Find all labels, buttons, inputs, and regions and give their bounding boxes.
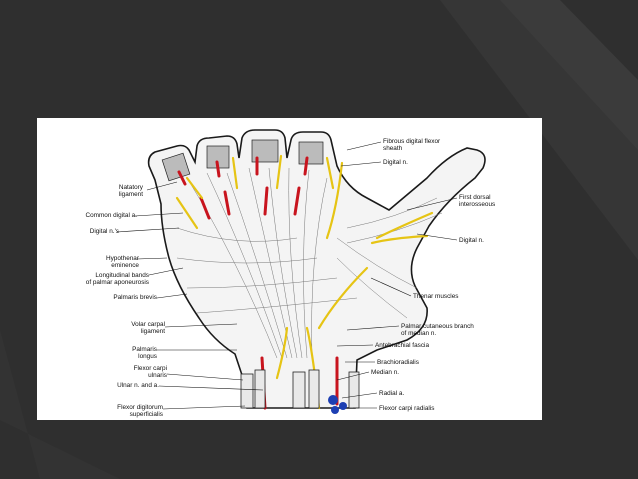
label-digital-nerves: Digital n.'s: [49, 228, 119, 235]
label-line: of palmar aponeurosis: [85, 279, 149, 286]
label-line: Digital n.: [383, 159, 408, 166]
label-palmar-cutaneous-branch: Palmar cutaneous branch of median n.: [401, 323, 511, 337]
label-line: eminence: [111, 262, 139, 269]
label-volar-carpal-ligament: Volar carpal ligament: [85, 321, 165, 335]
label-line: sheath: [383, 145, 403, 152]
label-thenar-muscles: Thenar muscles: [413, 293, 503, 300]
label-line: interosseous: [459, 201, 496, 208]
label-line: Volar carpal: [131, 321, 165, 328]
label-natatory-ligament: Natatory ligament: [63, 184, 143, 198]
label-line: Brachioradialis: [377, 359, 419, 366]
label-line: Thenar muscles: [413, 293, 459, 300]
label-line: Fibrous digital flexor: [383, 138, 441, 145]
label-line: First dorsal: [459, 194, 491, 201]
label-line: Radial a.: [379, 390, 405, 397]
label-common-digital-artery: Common digital a.: [47, 212, 137, 219]
label-digital-nerve-thumb: Digital n.: [459, 237, 529, 244]
label-flexor-carpi-radialis: Flexor carpi radialis: [379, 405, 479, 412]
label-line: ligament: [140, 328, 165, 335]
anatomy-figure: Natatory ligament Common digital a. Digi…: [37, 118, 542, 420]
label-line: Flexor carpi: [133, 365, 167, 372]
label-flexor-carpi-ulnaris: Flexor carpi ulnaris: [97, 365, 167, 379]
label-line: Flexor carpi radialis: [379, 405, 435, 412]
label-digital-nerve-top: Digital n.: [383, 159, 453, 166]
label-palmaris-longus: Palmaris longus: [87, 346, 157, 360]
label-line: Common digital a.: [85, 212, 137, 219]
label-line: Longitudinal bands: [95, 272, 149, 279]
label-line: Palmar cutaneous branch: [401, 323, 474, 330]
label-line: longus: [138, 353, 157, 360]
label-radial-artery: Radial a.: [379, 390, 439, 397]
label-brachioradialis: Brachioradialis: [377, 359, 467, 366]
label-line: Flexor digitorum: [117, 404, 163, 411]
label-line: Palmaris: [132, 346, 157, 353]
label-line: Digital n.: [459, 237, 484, 244]
label-line: ligament: [118, 191, 143, 198]
label-line: Ulnar n. and a.: [117, 382, 159, 389]
label-line: Median n.: [371, 369, 400, 376]
hand-outline: [147, 129, 486, 409]
label-hypothenar-eminence: Hypothenar eminence: [59, 255, 139, 269]
label-first-dorsal-interosseous: First dorsal interosseous: [459, 194, 539, 208]
label-flexor-digitorum-superficialis: Flexor digitorum superficialis: [73, 404, 163, 418]
label-line: Natatory: [118, 184, 143, 191]
label-fibrous-digital-flexor-sheath: Fibrous digital flexor sheath: [383, 138, 493, 152]
label-longitudinal-bands: Longitudinal bands of palmar aponeurosis: [39, 272, 149, 286]
label-line: of median n.: [401, 330, 437, 337]
label-palmaris-brevis: Palmaris brevis: [67, 294, 157, 301]
label-line: Digital n.'s: [89, 228, 119, 235]
label-line: Hypothenar: [105, 255, 139, 262]
label-line: superficialis: [129, 411, 163, 418]
label-ulnar-nerve-artery: Ulnar n. and a.: [79, 382, 159, 389]
label-median-nerve: Median n.: [371, 369, 441, 376]
label-line: Palmaris brevis: [113, 294, 157, 301]
label-line: ulnaris: [148, 372, 167, 379]
label-line: Antebrachial fascia: [375, 342, 429, 349]
hand-illustration: [116, 129, 486, 414]
label-antebrachial-fascia: Antebrachial fascia: [375, 342, 475, 349]
